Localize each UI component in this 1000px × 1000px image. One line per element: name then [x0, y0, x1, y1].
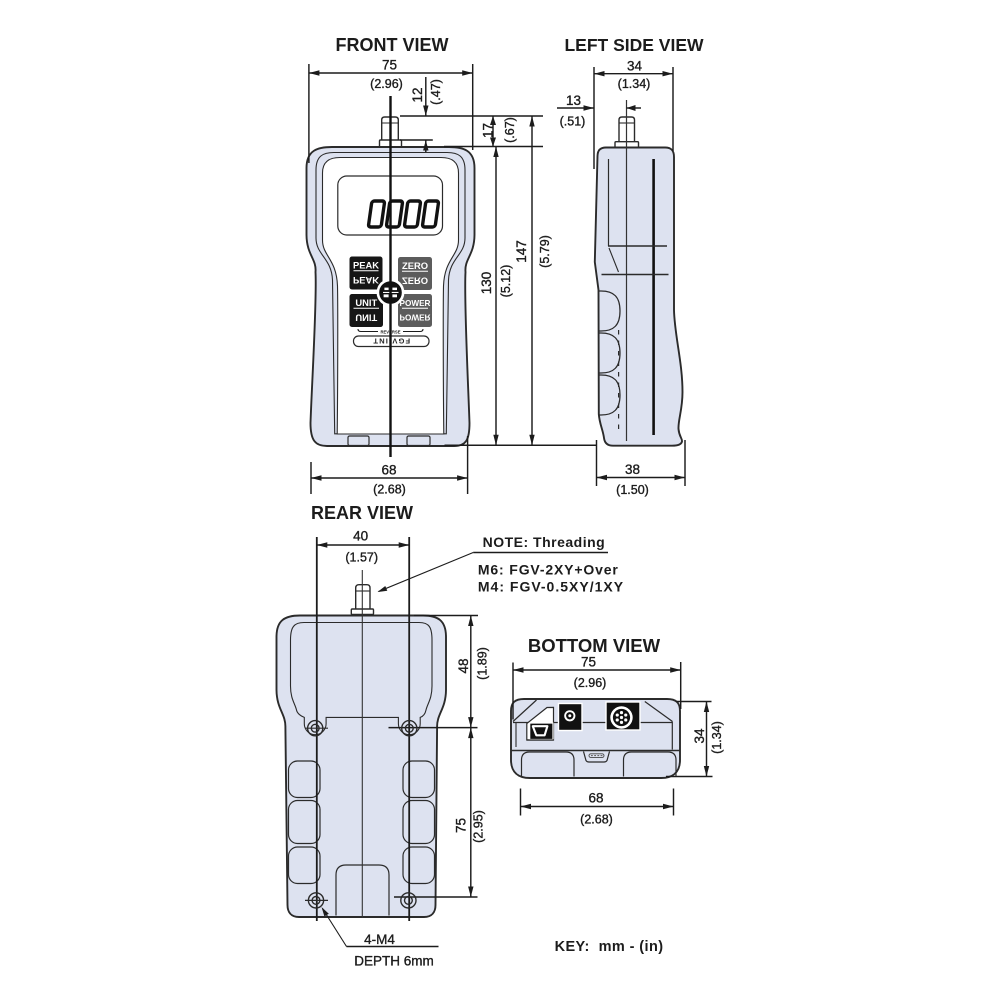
svg-text:68: 68 [588, 791, 603, 806]
svg-text:POWER: POWER [400, 313, 431, 322]
svg-text:KEY: mm - (in): KEY: mm - (in) [555, 939, 664, 955]
svg-text:147: 147 [514, 240, 529, 263]
svg-text:(5.79): (5.79) [538, 235, 552, 268]
svg-text:(1.89): (1.89) [475, 647, 489, 680]
svg-text:ZERO: ZERO [402, 276, 428, 287]
svg-text:75: 75 [454, 818, 469, 833]
svg-text:FRONT VIEW: FRONT VIEW [336, 35, 449, 55]
svg-text:68: 68 [381, 463, 396, 478]
svg-text:34: 34 [627, 59, 643, 74]
svg-text:75: 75 [581, 655, 596, 670]
svg-text:POWER: POWER [400, 299, 431, 308]
svg-text:48: 48 [456, 658, 471, 673]
svg-text:PEAK: PEAK [353, 259, 379, 270]
svg-text:PEAK: PEAK [353, 275, 379, 286]
svg-text:(.47): (.47) [429, 79, 443, 105]
svg-text:75: 75 [382, 58, 397, 73]
svg-text:NOTE: Threading: NOTE: Threading [483, 534, 606, 550]
svg-text:34: 34 [692, 728, 707, 744]
svg-text:(1.50): (1.50) [616, 483, 649, 497]
svg-text:(2.68): (2.68) [580, 813, 613, 827]
svg-text:(1.34): (1.34) [618, 77, 651, 91]
svg-text:M4: FGV-0.5XY/1XY: M4: FGV-0.5XY/1XY [478, 579, 624, 595]
svg-text:38: 38 [625, 462, 640, 477]
svg-text:UNIT: UNIT [355, 313, 377, 324]
svg-text:17: 17 [481, 123, 496, 138]
svg-text:DEPTH 6mm: DEPTH 6mm [354, 954, 434, 969]
svg-text:12: 12 [410, 87, 425, 102]
svg-text:13: 13 [566, 93, 581, 108]
svg-text:130: 130 [479, 272, 494, 295]
svg-text:(2.95): (2.95) [471, 810, 485, 843]
svg-text:40: 40 [353, 529, 368, 544]
svg-text:(.51): (.51) [560, 115, 586, 129]
svg-text:(2.96): (2.96) [574, 676, 607, 690]
svg-text:(1.34): (1.34) [710, 721, 724, 754]
svg-text:BOTTOM VIEW: BOTTOM VIEW [528, 635, 661, 656]
svg-text:LEFT SIDE VIEW: LEFT SIDE VIEW [564, 35, 704, 55]
svg-text:REAR VIEW: REAR VIEW [311, 503, 413, 523]
svg-text:UNIT: UNIT [355, 297, 377, 308]
svg-text:(5.12): (5.12) [499, 265, 513, 298]
svg-text:(2.96): (2.96) [370, 77, 403, 91]
svg-text:(2.68): (2.68) [373, 483, 406, 497]
svg-text:(.67): (.67) [503, 117, 517, 143]
svg-text:M6: FGV-2XY+Over: M6: FGV-2XY+Over [478, 562, 619, 578]
svg-text:ZERO: ZERO [402, 260, 428, 271]
svg-text:(1.57): (1.57) [345, 551, 378, 565]
svg-text:4-M4: 4-M4 [364, 932, 395, 947]
